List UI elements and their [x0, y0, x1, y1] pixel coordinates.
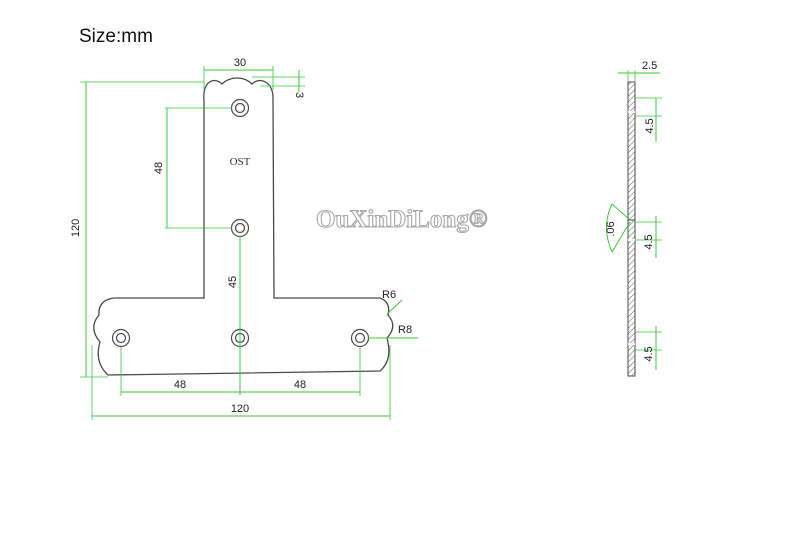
hole-middle [230, 218, 250, 238]
dim-left-spacing: 48 [174, 379, 186, 391]
dim-end-radius: R8 [398, 324, 412, 336]
hole-bottom-left [111, 328, 131, 348]
dim-hole-top: 4.5 [644, 118, 656, 133]
dim-bend: .06 [605, 221, 617, 236]
hole-top [230, 98, 250, 118]
side-strip-lower [627, 219, 636, 377]
part-label: OST [230, 156, 251, 168]
dim-vertical-spacing: 48 [153, 162, 165, 174]
t-plate-outline [93, 77, 394, 376]
dim-right-spacing: 48 [294, 379, 306, 391]
dim-thickness: 2.5 [642, 60, 657, 72]
dim-corner-radius: R6 [382, 289, 396, 301]
side-dimensions: 2.5 4.5 4.5 4.5 .06 [605, 60, 662, 370]
front-dimensions: 30 3 48 45 120 R6 R8 48 48 [70, 57, 418, 420]
dim-top-offset: 3 [293, 92, 305, 98]
dim-stem-to-bar: 45 [227, 276, 239, 288]
watermark: OuXinDiLong® [316, 206, 488, 233]
dim-hole-bottom: 4.5 [643, 346, 655, 361]
side-view [627, 81, 636, 377]
side-strip-upper [627, 81, 636, 221]
dim-total-width: 120 [231, 403, 249, 415]
page-title: Size:mm [79, 26, 153, 47]
dim-top-width: 30 [234, 57, 246, 69]
dim-total-height: 120 [70, 219, 82, 237]
hole-bottom-right [350, 328, 370, 348]
dim-hole-middle: 4.5 [643, 234, 655, 249]
